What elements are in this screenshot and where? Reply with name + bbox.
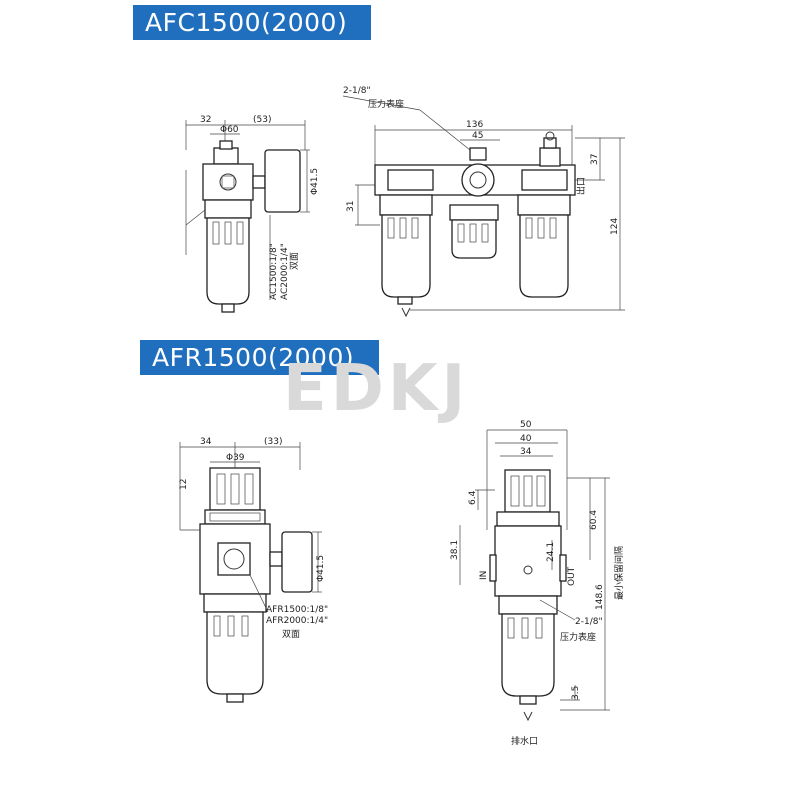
- afc-front-gauge-port: 2-1/8": [343, 86, 371, 96]
- afr-side-port-1: AFR1500:1/8": [266, 605, 328, 615]
- afc-front-outlet: 出口: [575, 177, 587, 195]
- afc-front-dim-45: 45: [472, 131, 483, 141]
- title-afc: AFC1500(2000): [145, 8, 348, 37]
- title-afr: AFR1500(2000): [152, 343, 355, 372]
- afc-side-view: 32 (53) Φ60 Φ41.5 AC1500:1/8" AC2000:1/4…: [185, 115, 320, 313]
- afc-side-port-2: AC2000:1/4": [280, 243, 290, 300]
- afr-front-drain: 排水口: [511, 735, 538, 747]
- afr-front-dim-34: 34: [520, 447, 532, 457]
- afc-side-double: 双面: [289, 252, 300, 270]
- afr-side-view: 34 (33) Φ39 Φ41.5 12 AFR1500:1/8": [179, 437, 328, 703]
- afr-side-dim-34: 34: [200, 437, 212, 447]
- afr-side-dim-phi415: Φ41.5: [316, 555, 326, 582]
- afr-side-double: 双面: [282, 629, 300, 640]
- afr-side-port-2: AFR2000:1/4": [266, 616, 328, 626]
- afr-front-view: 50 40 34 6.4 38.1 IN 60.4: [450, 420, 625, 747]
- afr-front-dim-381: 38.1: [450, 540, 460, 560]
- afr-front-dim-241: 24.1: [546, 542, 556, 562]
- afc-side-dim-32: 32: [200, 115, 211, 125]
- afr-front-dim-35: 3.5: [571, 686, 581, 700]
- afc-front-dim-136: 136: [466, 120, 483, 130]
- afc-side-dim-phi60: Φ60: [220, 125, 239, 135]
- afc-front-dim-31: 31: [346, 201, 356, 212]
- watermark: EDKJ: [283, 352, 469, 426]
- afr-front-dim-1486: 148.6: [595, 584, 605, 610]
- afr-side-dim-12: 12: [179, 479, 189, 490]
- afr-front-out: OUT: [567, 566, 577, 586]
- afc-front-dim-37: 37: [590, 154, 600, 165]
- afr-front-vertical-note: 最小保留间隔: [613, 546, 625, 600]
- afr-front-dim-40: 40: [520, 434, 532, 444]
- afc-side-port-1: AC1500:1/8": [269, 243, 279, 300]
- afr-side-dim-33: (33): [264, 437, 282, 447]
- title-banner-afr: AFR1500(2000): [140, 340, 379, 375]
- title-banner-afc: AFC1500(2000): [133, 5, 371, 40]
- afr-front-dim-64: 6.4: [468, 490, 478, 505]
- afr-front-gauge-port: 2-1/8": [575, 617, 603, 627]
- afr-front-in: IN: [479, 571, 489, 580]
- afr-front-dim-50: 50: [520, 420, 532, 430]
- afc-side-dim-phi415: Φ41.5: [310, 168, 320, 195]
- afc-side-dim-53: (53): [253, 115, 271, 125]
- afc-front-view: 2-1/8" 压力表座 136 45: [342, 86, 625, 318]
- afr-side-dim-phi39: Φ39: [226, 453, 245, 463]
- afr-front-dim-604: 60.4: [589, 510, 599, 530]
- afr-front-gauge-seat: 压力表座: [560, 631, 596, 643]
- afc-front-dim-124: 124: [610, 218, 620, 235]
